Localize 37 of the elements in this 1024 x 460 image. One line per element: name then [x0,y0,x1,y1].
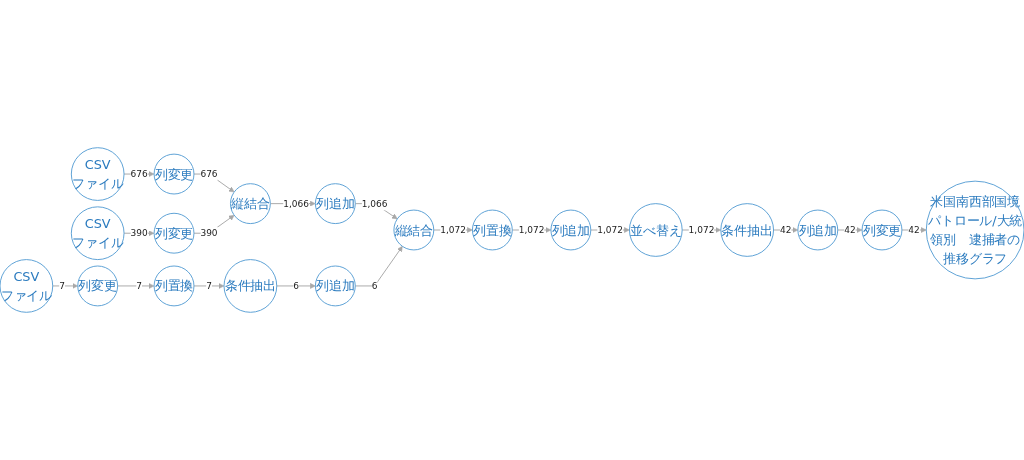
node-circle: 条件抽出 [223,259,278,313]
node-circle: 列追加 [550,209,592,251]
node-circle: 列追加 [314,265,356,307]
edge-label: 390 [130,227,148,239]
node-circle: 列変更 [153,153,195,195]
node-circle: 条件抽出 [720,203,775,257]
node-circle: 列置換 [471,209,513,251]
edge-label: 1,072 [597,224,624,235]
node-circle: 縦結合 [393,209,435,251]
edge-label: 6 [371,280,378,291]
node-circle: CSV ファイル [0,259,54,313]
node-circle: 列追加 [314,183,356,225]
edge-label: 7 [136,280,142,291]
node-circle: CSV ファイル [70,206,125,261]
edge-label: 42 [844,224,856,235]
node-circle: 並べ替え [628,203,683,257]
edge-label: 6 [293,280,299,291]
edge-label: 1,066 [283,198,309,209]
edge-label: 1,072 [440,224,466,235]
edge-label: 7 [206,280,212,291]
node-circle: 列追加 [797,209,839,251]
edge-label: 1,072 [688,224,715,235]
node-circle: 縦結合 [230,183,271,225]
node-circle: 列置換 [153,265,195,307]
edge-label: 390 [200,227,218,239]
edge-label: 1,066 [361,198,388,209]
edge-label: 676 [200,168,218,179]
node-circle: 列変更 [153,212,195,254]
edge-label: 676 [130,168,148,179]
node-circle: 米国南西部国境パトロール/大統領別 逮捕者の推移グラフ [925,180,1024,280]
node-circle: 列変更 [77,265,119,307]
edge-label: 42 [779,224,792,235]
node-circle: 列変更 [861,209,903,251]
edge-label: 42 [908,224,920,235]
edge-label: 1,072 [518,224,545,235]
edge-label: 7 [59,280,65,291]
node-circle: CSV ファイル [70,147,125,201]
